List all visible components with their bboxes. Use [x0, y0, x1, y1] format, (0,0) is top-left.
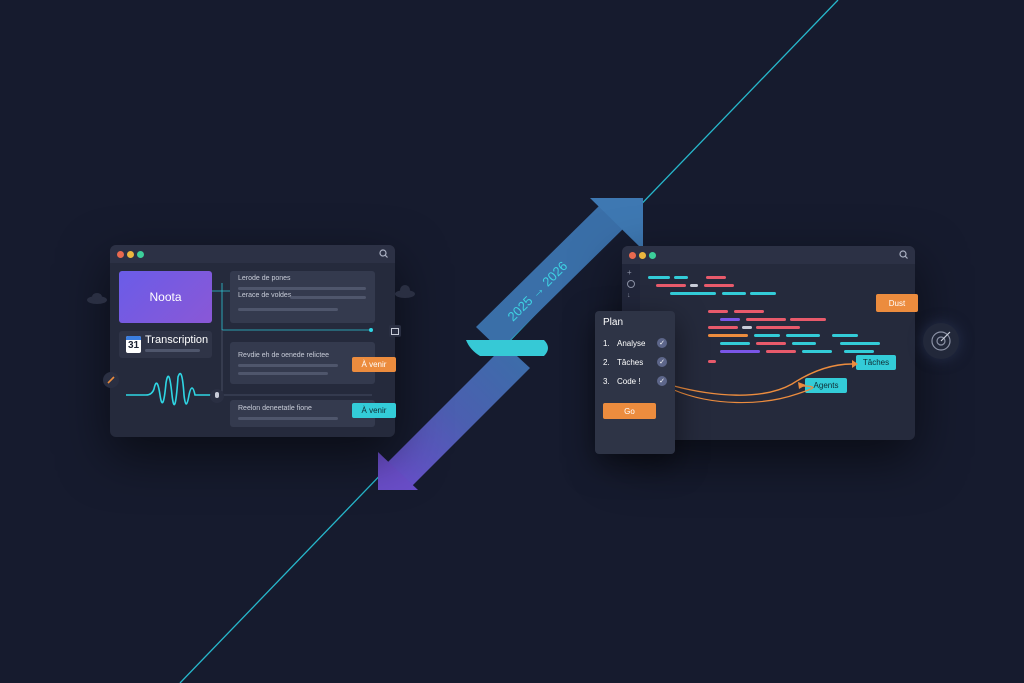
plan-title: Plan: [603, 317, 624, 328]
arrow-down-icon[interactable]: ↓: [627, 292, 631, 299]
window-titlebar: [622, 246, 915, 264]
plan-step-label: Code !: [617, 377, 641, 386]
close-dot[interactable]: [117, 251, 124, 258]
search-icon[interactable]: [899, 250, 908, 259]
note-card-2[interactable]: Revdie eh de oenede relictee À venir: [230, 342, 396, 384]
noota-brand-card[interactable]: Noota: [119, 271, 212, 323]
transcription-label: Transcription: [145, 334, 209, 346]
target-icon[interactable]: [923, 323, 959, 359]
search-icon[interactable]: [379, 249, 388, 258]
taches-tag[interactable]: Tâches: [856, 355, 896, 370]
minimize-dot[interactable]: [127, 251, 134, 258]
dust-tag[interactable]: Dust: [876, 294, 918, 312]
close-dot[interactable]: [629, 252, 636, 259]
cloud-icon: [87, 293, 107, 304]
maximize-dot[interactable]: [649, 252, 656, 259]
note-card-1[interactable]: Lerode de pones Lerace de voldes: [230, 271, 375, 323]
year-arrow: [378, 198, 643, 490]
agents-tag[interactable]: Agents: [805, 378, 847, 393]
minimize-dot[interactable]: [639, 252, 646, 259]
plan-step-number: 3.: [603, 377, 610, 386]
transcription-meta-line: [145, 349, 200, 352]
plan-step-number: 1.: [603, 339, 610, 348]
calendar-icon: 31: [126, 336, 141, 353]
check-icon[interactable]: ✓: [657, 376, 667, 386]
a-venir-badge[interactable]: À venir: [352, 403, 396, 418]
plus-icon[interactable]: +: [627, 268, 632, 277]
connector-lines: [212, 283, 372, 396]
plan-step-label: Analyse: [617, 339, 646, 348]
audio-waveform: [126, 372, 222, 406]
check-icon[interactable]: ✓: [657, 357, 667, 367]
check-icon[interactable]: ✓: [657, 338, 667, 348]
window-titlebar: [110, 245, 395, 263]
cloud-icon: [395, 285, 415, 298]
microphone-icon[interactable]: [210, 389, 224, 403]
pen-icon[interactable]: [103, 372, 119, 388]
flow-arrows: [673, 360, 858, 404]
plan-step-label: Tâches: [617, 358, 644, 367]
a-venir-badge[interactable]: À venir: [352, 357, 396, 372]
transcription-card[interactable]: 31 Transcription: [119, 331, 212, 358]
plan-panel: Plan 1. Analyse ✓ 2. Tâches ✓ 3. Code ! …: [595, 311, 675, 454]
maximize-dot[interactable]: [137, 251, 144, 258]
note-card-3[interactable]: Reelon deneetatle fione À venir: [230, 400, 396, 427]
calendar-small-icon[interactable]: [389, 325, 401, 337]
plan-step-number: 2.: [603, 358, 610, 367]
noota-window: Noota 31 Transcription Lerode de pones L…: [110, 245, 396, 437]
go-button[interactable]: Go: [603, 403, 656, 419]
settings-icon[interactable]: [627, 280, 635, 288]
